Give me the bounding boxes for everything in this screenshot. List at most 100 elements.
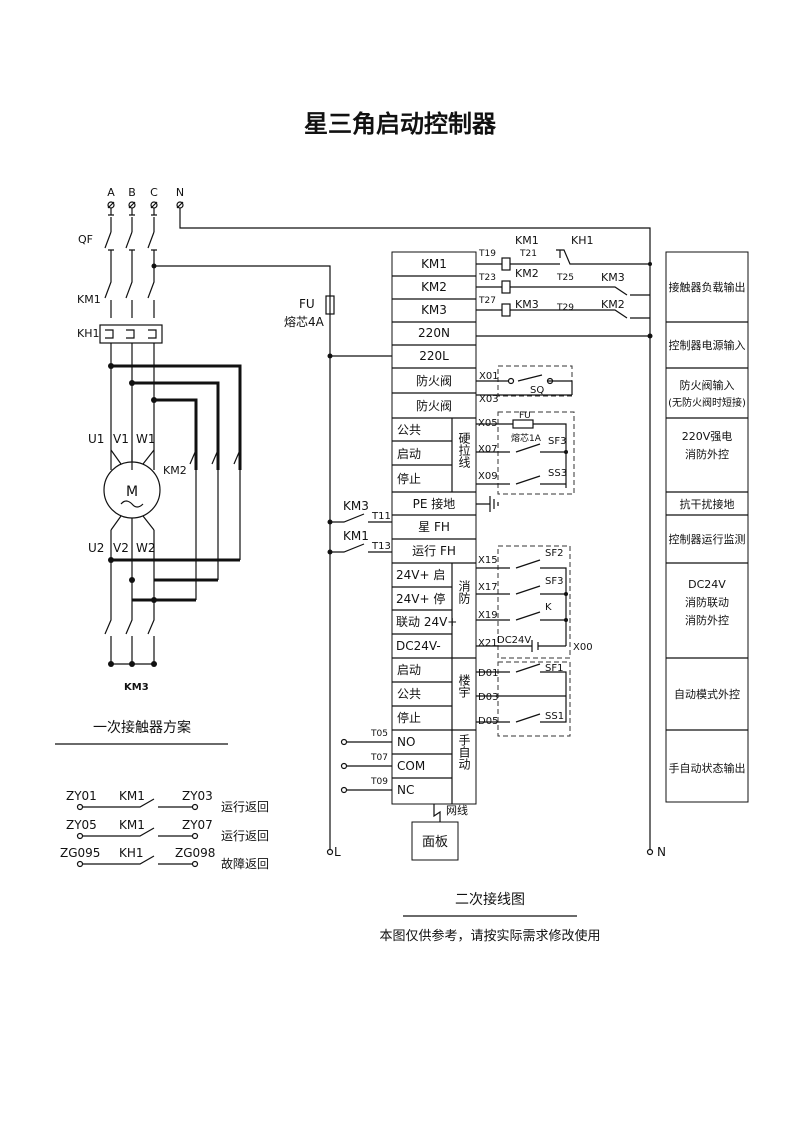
interlock-km3-label: KM3 [601, 271, 625, 284]
secondary-caption: 二次接线图 [455, 891, 525, 908]
km1-main-label: KM1 [77, 293, 101, 306]
qf-label: QF [78, 233, 93, 246]
primary-caption: 一次接触器方案 [93, 719, 191, 736]
sf2-label: SF2 [545, 548, 563, 559]
desc-fire-external-2: 消防外控 [685, 613, 729, 627]
desc-fire-valve: 防火阀输入 [680, 378, 735, 392]
rail-n-label: N [657, 845, 666, 859]
wire-t29: T29 [556, 303, 574, 313]
terminal-220l: 220L [419, 349, 449, 363]
v1-label: V1 [113, 432, 129, 446]
terminal-star-fh: 星 FH [418, 520, 450, 534]
phase-b-label: B [128, 186, 136, 199]
terminal-linkage-24v: 联动 24V+ [396, 615, 457, 629]
wire-d03: D03 [478, 692, 498, 703]
terminal-common-1: 公共 [397, 423, 421, 437]
wire-x01: X01 [479, 371, 499, 382]
sf1-label: SF1 [545, 663, 563, 674]
wire-t21: T21 [519, 249, 537, 259]
terminal-start-2: 启动 [397, 663, 421, 677]
desc-run-monitor: 控制器运行监测 [669, 532, 746, 546]
terminal-220n: 220N [418, 326, 450, 340]
feedback-row-1: ZY01 KM1 ZY03 运行返回 [66, 789, 269, 814]
panel-label: 面板 [422, 835, 448, 850]
desc-manual-auto: 手自动状态输出 [669, 761, 746, 775]
w1-label: W1 [136, 432, 156, 446]
terminal-block: KM1 KM2 KM3 220N 220L 防火阀 防火阀 公共 启动 停止 P… [391, 251, 477, 805]
fu-rating: 熔芯4A [284, 314, 325, 329]
terminal-km3: KM3 [421, 303, 447, 317]
feedback-2-note: 运行返回 [221, 829, 269, 843]
coil-km1-label: KM1 [515, 234, 539, 247]
wire-t19: T19 [478, 249, 496, 259]
desc-auto-mode: 自动模式外控 [674, 687, 740, 701]
terminal-pe: PE 接地 [413, 496, 456, 511]
wire-x21: X21 [478, 638, 498, 649]
terminal-fire-valve-1: 防火阀 [416, 373, 452, 388]
building-control-input: D01 D03 D05 SF1 SS1 [476, 661, 571, 737]
km2-main-label: KM2 [163, 464, 187, 477]
phase-c-label: C [150, 186, 158, 199]
feedback-row-2: ZY05 KM1 ZY07 运行返回 [66, 818, 269, 843]
u1-label: U1 [88, 432, 104, 446]
desc-fire-external-1: 消防外控 [685, 447, 729, 461]
terminal-stop-1: 停止 [397, 471, 421, 486]
feedback-2-contact: KM1 [119, 818, 145, 832]
fu-fuse: FU 熔芯4A [284, 295, 335, 329]
wire-x19: X19 [478, 610, 498, 621]
wire-t05: T05 [370, 729, 388, 739]
side-km1-label: KM1 [343, 529, 369, 543]
ss3-label: SS3 [548, 468, 567, 479]
primary-circuit: A B C N QF KM1 KH1 [55, 186, 651, 850]
terminal-km2: KM2 [421, 280, 447, 294]
fire-valve-input: X01 X03 SQ [476, 365, 573, 405]
w2-label: W2 [136, 541, 156, 555]
terminal-24v-stop: 24V+ 停 [396, 591, 445, 606]
desc-power-input: 控制器电源输入 [669, 338, 746, 352]
desc-fire-linkage: 消防联动 [685, 595, 729, 609]
wire-t25: T25 [556, 273, 574, 283]
terminal-dc24v-neg: DC24V- [396, 639, 441, 653]
feedback-1-right: ZY03 [182, 789, 213, 803]
desc-dc24v: DC24V [688, 578, 726, 591]
motor-label: M [126, 484, 138, 500]
fu-small-label: FU [519, 411, 531, 421]
dc24v-label: DC24V [497, 635, 531, 646]
panel-connection: 网线 面板 [411, 803, 468, 861]
v2-label: V2 [113, 541, 129, 555]
feedback-1-contact: KM1 [119, 789, 145, 803]
page-title: 星三角启动控制器 [304, 110, 497, 138]
feedback-contacts: ZY01 KM1 ZY03 运行返回 ZY05 KM1 ZY07 运行返回 ZG… [60, 789, 269, 871]
manual-auto-output: T05 T07 T09 [340, 729, 392, 794]
desc-ground: 抗干扰接地 [680, 497, 735, 511]
fu-label: FU [299, 297, 315, 311]
fire-linkage-input: X15 X17 X19 X21 SF2 SF3 K DC24V X00 [476, 545, 593, 659]
wire-t13: T13 [371, 541, 391, 552]
wire-t09: T09 [370, 777, 388, 787]
side-km3-label: KM3 [343, 499, 369, 513]
feedback-3-contact: KH1 [119, 846, 144, 860]
feedback-2-left: ZY05 [66, 818, 97, 832]
desc-220v: 220V强电 [682, 430, 733, 443]
desc-load-output: 接触器负载输出 [669, 280, 746, 294]
phase-n-label: N [176, 186, 184, 199]
coil-km3-label: KM3 [515, 298, 539, 311]
group-manual: 手自动 [457, 734, 471, 770]
feedback-3-left: ZG095 [60, 846, 100, 860]
wire-d01: D01 [478, 668, 498, 679]
k-label: K [545, 602, 552, 613]
wire-x09: X09 [478, 471, 498, 482]
terminal-stop-2: 停止 [397, 710, 421, 725]
coil-km2-label: KM2 [515, 267, 539, 280]
feedback-1-note: 运行返回 [221, 800, 269, 814]
hard-wire-input: X05 X07 X09 FU 熔芯1A SF3 SS3 [476, 411, 575, 495]
wire-x07: X07 [478, 444, 498, 455]
sf3-fire-label: SF3 [545, 576, 563, 587]
sq-label: SQ [530, 385, 544, 396]
terminal-no: NO [397, 735, 415, 749]
coil-section: T19 T23 T27 T21 T25 T29 KM1 KM2 KM3 KH1 … [476, 234, 652, 319]
desc-fire-valve-note: (无防火阀时短接) [668, 396, 746, 409]
wire-x00: X00 [573, 642, 593, 653]
